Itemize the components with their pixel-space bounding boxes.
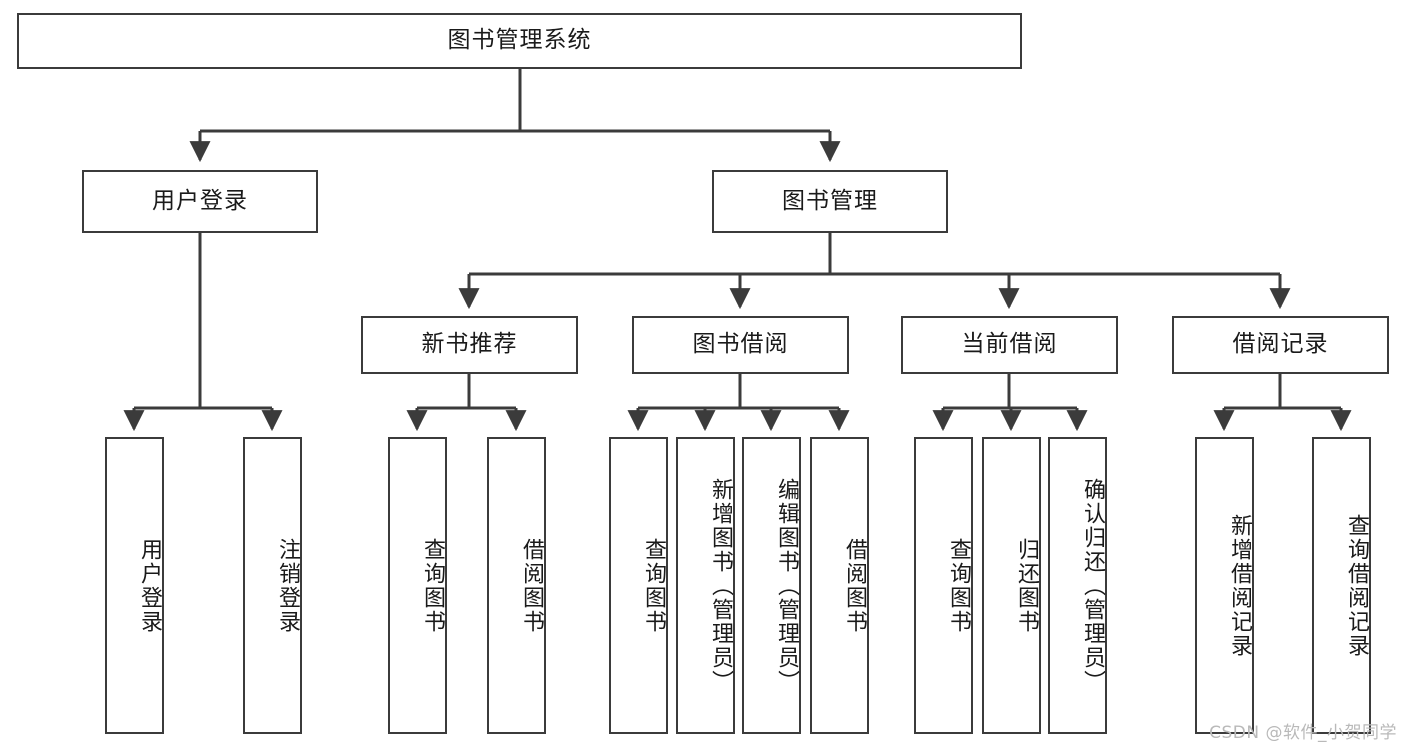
node-label: 查询借阅记录	[1344, 513, 1369, 658]
leaf-user-login[interactable]: 用户登录	[105, 437, 164, 734]
node-label: 新书推荐	[421, 331, 518, 358]
node-label: 查询图书	[946, 537, 971, 634]
node-label: 用户登录	[152, 187, 248, 214]
node-new-book-recommend[interactable]: 新书推荐	[361, 316, 578, 374]
node-label: 新增图书（管理员）	[708, 477, 733, 694]
node-current-borrow[interactable]: 当前借阅	[901, 316, 1118, 374]
leaf-logout-login[interactable]: 注销登录	[243, 437, 302, 734]
node-label: 查询图书	[641, 537, 666, 634]
leaf-add-borrow-record[interactable]: 新增借阅记录	[1195, 437, 1254, 734]
node-book-borrow[interactable]: 图书借阅	[632, 316, 849, 374]
node-label: 图书管理	[782, 187, 878, 214]
node-label: 归还图书	[1014, 537, 1039, 634]
leaf-query-book-borrow[interactable]: 查询图书	[609, 437, 668, 734]
node-user-login[interactable]: 用户登录	[82, 170, 318, 233]
node-label: 图书借阅	[692, 331, 789, 358]
node-label: 借阅图书	[519, 537, 544, 634]
node-label: 编辑图书（管理员）	[774, 477, 799, 694]
leaf-confirm-return-admin[interactable]: 确认归还（管理员）	[1048, 437, 1107, 734]
node-borrow-record[interactable]: 借阅记录	[1172, 316, 1389, 374]
leaf-query-book-current[interactable]: 查询图书	[914, 437, 973, 734]
leaf-query-borrow-record[interactable]: 查询借阅记录	[1312, 437, 1371, 734]
leaf-query-book-recommend[interactable]: 查询图书	[388, 437, 447, 734]
node-label: 当前借阅	[961, 331, 1058, 358]
node-label: 图书管理系统	[447, 27, 592, 54]
node-label: 新增借阅记录	[1227, 513, 1252, 658]
leaf-borrow-book-recommend[interactable]: 借阅图书	[487, 437, 546, 734]
node-label: 确认归还（管理员）	[1080, 477, 1105, 694]
node-label: 借阅图书	[842, 537, 867, 634]
node-root[interactable]: 图书管理系统	[17, 13, 1022, 69]
csdn-watermark: CSDN @软件_小贺同学	[1209, 723, 1397, 743]
node-label: 查询图书	[420, 537, 445, 634]
leaf-borrow-book[interactable]: 借阅图书	[810, 437, 869, 734]
leaf-add-book-admin[interactable]: 新增图书（管理员）	[676, 437, 735, 734]
node-book-manage[interactable]: 图书管理	[712, 170, 948, 233]
node-label: 用户登录	[137, 537, 162, 634]
node-label: 借阅记录	[1232, 331, 1329, 358]
node-label: 注销登录	[275, 537, 300, 634]
leaf-return-book[interactable]: 归还图书	[982, 437, 1041, 734]
leaf-edit-book-admin[interactable]: 编辑图书（管理员）	[742, 437, 801, 734]
